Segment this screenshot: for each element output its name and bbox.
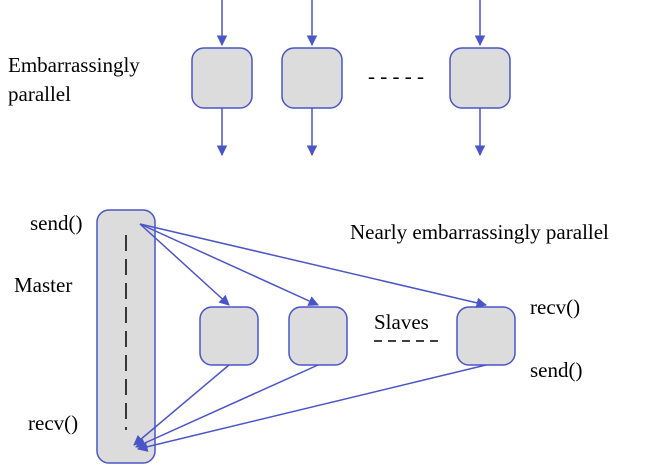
embarrassingly-parallel-label-line2: parallel	[8, 82, 71, 106]
send-arrow-to-slave-1	[139, 223, 230, 306]
task-1-box	[191, 47, 253, 109]
master-recv-label: recv()	[28, 411, 78, 435]
embarrassingly-parallel-section: Embarrassingly parallel - - - - -	[8, 0, 511, 157]
slaves-label: Slaves	[374, 310, 429, 334]
nearly-embarrassingly-parallel-section: Nearly embarrassingly parallel send() Ma…	[14, 209, 609, 464]
task-ellipsis: - - - - -	[368, 64, 424, 88]
slave-1-box	[199, 306, 259, 366]
task-3-box	[449, 47, 511, 109]
embarrassingly-parallel-label-line1: Embarrassingly	[8, 53, 140, 77]
slave-2-box	[288, 306, 348, 366]
recv-arrow-from-slave-3	[136, 364, 487, 452]
send-arrow-to-slave-3	[139, 223, 488, 308]
task-2-box	[281, 47, 343, 109]
slave-send-label: send()	[530, 358, 582, 382]
master-send-label: send()	[30, 211, 82, 235]
recv-arrow-from-slave-2	[135, 364, 319, 448]
send-arrow-to-slave-2	[139, 223, 319, 306]
slave-3-box	[456, 306, 516, 366]
master-label: Master	[14, 273, 72, 297]
nearly-embarrassingly-parallel-title: Nearly embarrassingly parallel	[350, 220, 609, 244]
recv-arrow-from-slave-1	[133, 364, 230, 446]
slave-recv-label: recv()	[530, 295, 580, 319]
